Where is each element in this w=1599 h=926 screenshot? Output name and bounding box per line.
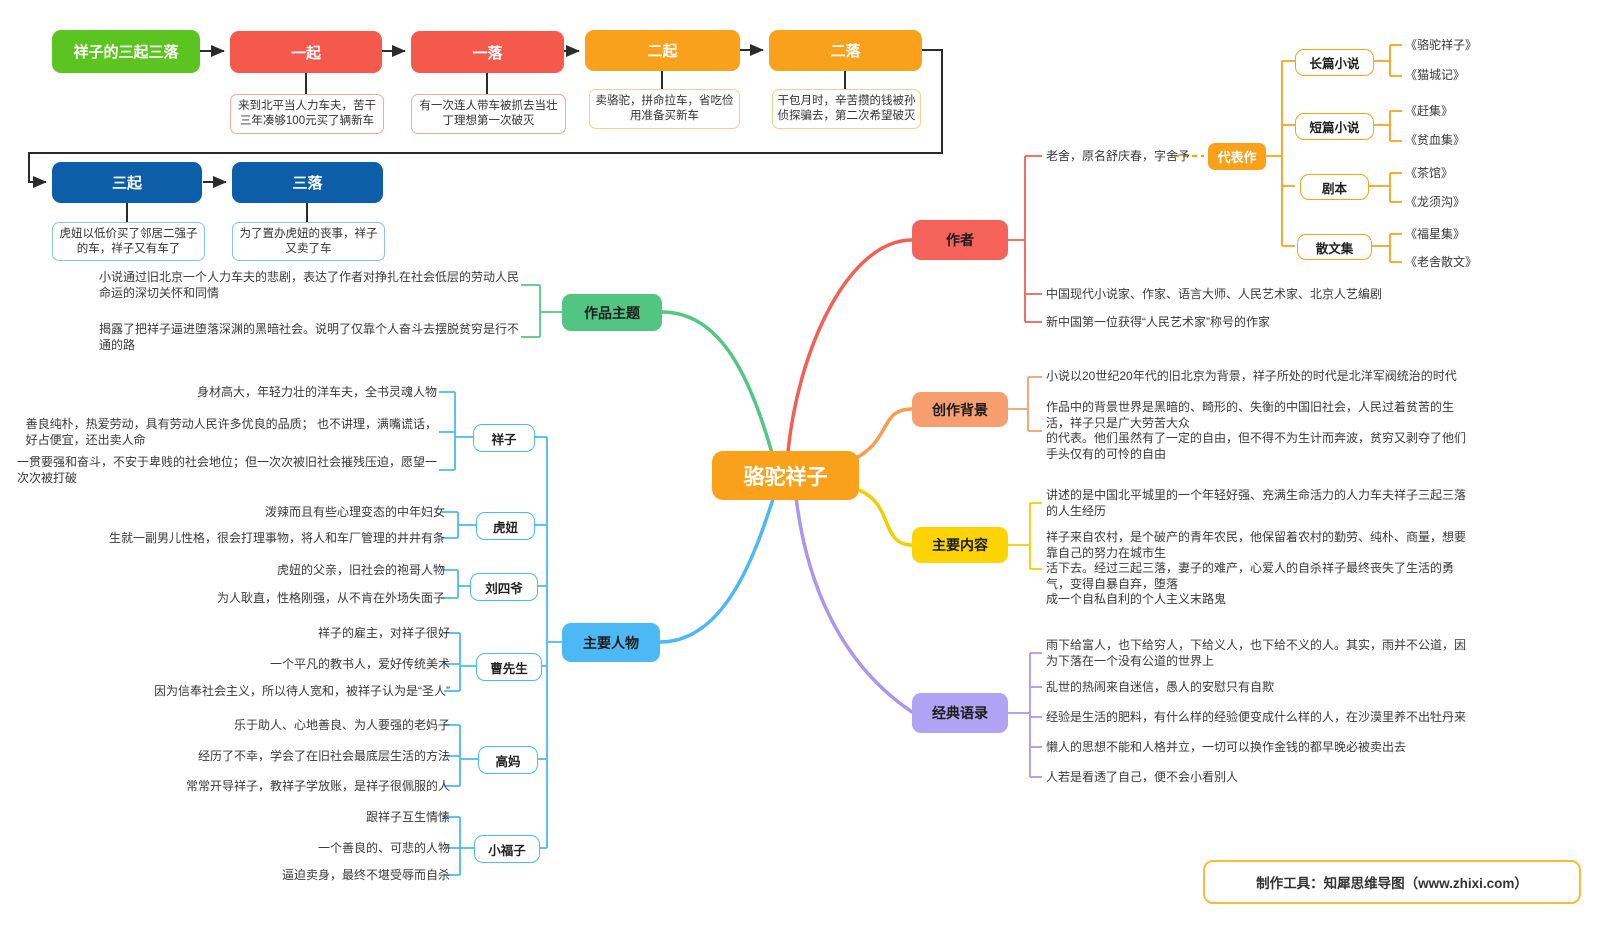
character-trait[interactable]: 经历了不幸，学会了在旧社会最底层生活的方法 — [197, 749, 450, 763]
character-trait[interactable]: 跟祥子互生情愫 — [365, 810, 450, 824]
character-trait[interactable]: 泼辣而且有些心理变态的中年妇女 — [264, 505, 445, 519]
flow-note-6[interactable]: 为了置办虎妞的丧事，祥子 又卖了车 — [232, 222, 385, 261]
character-trait[interactable]: 身材高大，年轻力壮的洋车夫，全书灵魂人物 — [196, 385, 437, 399]
work-category-node-drama[interactable]: 剧本 — [1300, 174, 1369, 200]
work-category-node-essay[interactable]: 散文集 — [1297, 234, 1372, 260]
character-node-huniu[interactable]: 虎妞 — [476, 512, 535, 540]
branch-node-characters[interactable]: 主要人物 — [562, 623, 660, 662]
content-item[interactable]: 讲述的是中国北平城里的一个年轻好强、充满生命活力的人力车夫祥子三起三落 的人生经… — [1046, 488, 1467, 518]
branch-node-content[interactable]: 主要内容 — [912, 527, 1008, 563]
branch-node-quotes[interactable]: 经典语录 — [912, 693, 1008, 733]
character-node-gaoma[interactable]: 高妈 — [478, 746, 538, 774]
theme-item[interactable]: 小说通过旧北京一个人力车夫的悲剧，表达了作者对挣扎在社会低层的劳动人民 命运的深… — [98, 270, 519, 300]
watermark-badge: 制作工具：知犀思维导图（www.zhixi.com） — [1203, 860, 1581, 904]
flow-step-node-2[interactable]: 一落 — [411, 31, 564, 73]
author-item[interactable]: 新中国第一位获得“人民艺术家”称号的作家 — [1046, 315, 1270, 329]
character-trait[interactable]: 因为信奉社会主义，所以待人宽和，被祥子认为是“圣人” — [154, 684, 450, 698]
flow-note-5[interactable]: 虎妞以低价买了邻居二强子 的车，祥子又有车了 — [52, 222, 205, 261]
character-trait[interactable]: 虎妞的父亲，旧社会的袍哥人物 — [276, 563, 445, 577]
flow-title-node[interactable]: 祥子的三起三落 — [52, 30, 200, 73]
character-node-caoxiansheng[interactable]: 曹先生 — [476, 653, 542, 681]
mindmap-center-node[interactable]: 骆驼祥子 — [712, 451, 859, 500]
book-item[interactable]: 《赶集》 — [1405, 104, 1454, 118]
character-trait[interactable]: 一贯要强和奋斗，不安于卑贱的社会地位；但一次次被旧社会摧残压迫，愿望一 次次被打… — [16, 455, 437, 485]
branch-node-background[interactable]: 创作背景 — [912, 392, 1008, 427]
author-item[interactable]: 中国现代小说家、作家、语言大师、人民艺术家、北京人艺编剧 — [1046, 287, 1383, 301]
book-item[interactable]: 《龙须沟》 — [1405, 195, 1466, 209]
character-trait[interactable]: 生就一副男儿性格，很会打理事物，将人和车厂管理的井井有条 — [108, 531, 445, 545]
work-category-node-novel[interactable]: 长篇小说 — [1295, 49, 1374, 76]
branch-node-author[interactable]: 作者 — [912, 220, 1008, 260]
character-node-xiangzi[interactable]: 祥子 — [473, 424, 535, 452]
character-node-liusiye[interactable]: 刘四爷 — [470, 573, 538, 601]
character-trait[interactable]: 善良纯朴，热爱劳动，具有劳动人民许多优良的品质； 也不讲理，满嘴谎话， 好占便宜… — [25, 417, 437, 447]
quote-item[interactable]: 乱世的热闹来自迷信，愚人的安慰只有自欺 — [1046, 680, 1275, 694]
flow-note-2[interactable]: 有一次连人带车被抓去当壮 丁理想第一次破灭 — [411, 94, 566, 134]
book-item[interactable]: 《老舍散文》 — [1405, 255, 1478, 269]
flow-note-1[interactable]: 来到北平当人力车夫，苦干 三年凑够100元买了辆新车 — [230, 94, 384, 134]
quote-item[interactable]: 经验是生活的肥料，有什么样的经验便变成什么样的人，在沙漠里养不出牡丹来 — [1046, 710, 1467, 724]
character-trait[interactable]: 常常开导祥子，教祥子学放账，是祥子很佩服的人 — [185, 779, 450, 793]
character-trait[interactable]: 一个善良的、可悲的人物 — [317, 841, 450, 855]
book-item[interactable]: 《骆驼祥子》 — [1405, 38, 1478, 52]
quote-item[interactable]: 懒人的思想不能和人格并立，一切可以换作金钱的都早晚必被卖出去 — [1046, 740, 1407, 754]
content-item[interactable]: 祥子来自农村，是个破产的青年农民，他保留着农村的勤劳、纯朴、商量，想要 靠自己的… — [1046, 530, 1467, 606]
book-item[interactable]: 《茶馆》 — [1405, 166, 1454, 180]
character-trait[interactable]: 乐于助人、心地善良、为人要强的老妈子 — [233, 718, 450, 732]
book-item[interactable]: 《猫城记》 — [1405, 68, 1466, 82]
quote-item[interactable]: 雨下给富人，也下给穷人，下给义人，也下给不义的人。其实，雨并不公道，因 为下落在… — [1046, 638, 1467, 668]
flow-step-node-3[interactable]: 二起 — [585, 30, 740, 71]
character-trait[interactable]: 逼迫卖身，最终不堪受辱而自杀 — [281, 868, 450, 882]
book-item[interactable]: 《福星集》 — [1405, 227, 1466, 241]
character-node-xiaofuzi[interactable]: 小福子 — [474, 835, 540, 863]
background-item[interactable]: 作品中的背景世界是黑暗的、畸形的、失衡的中国旧社会，人民过着贫苦的生 活，祥子只… — [1046, 400, 1467, 461]
branch-node-theme[interactable]: 作品主题 — [562, 294, 662, 331]
flow-step-node-4[interactable]: 二落 — [769, 30, 922, 71]
flow-step-node-5[interactable]: 三起 — [52, 162, 202, 203]
book-item[interactable]: 《贫血集》 — [1405, 133, 1466, 147]
flow-note-3[interactable]: 卖骆驼，拼命拉车，省吃俭 用准备买新车 — [589, 89, 740, 129]
works-node[interactable]: 代表作 — [1208, 143, 1266, 170]
author-item[interactable]: 老舍，原名舒庆春，字舍予 — [1046, 149, 1191, 163]
background-item[interactable]: 小说以20世纪20年代的旧北京为背景，祥子所处的时代是北洋军阀统治的时代 — [1046, 369, 1457, 383]
work-category-node-shortstory[interactable]: 短篇小说 — [1295, 113, 1374, 140]
theme-item[interactable]: 揭露了把祥子逼进堕落深渊的黑暗社会。说明了仅靠个人奋斗去摆脱贫穷是行不 通的路 — [98, 322, 519, 352]
character-trait[interactable]: 祥子的雇主，对祥子很好 — [317, 626, 450, 640]
flow-step-node-1[interactable]: 一起 — [230, 31, 382, 73]
flow-note-4[interactable]: 干包月时，辛苦攒的钱被孙 侦探骗去，第二次希望破灭 — [772, 89, 921, 129]
quote-item[interactable]: 人若是看透了自己，便不会小看别人 — [1046, 770, 1239, 784]
character-trait[interactable]: 为人耿直，性格刚强，从不肯在外场失面子 — [216, 591, 445, 605]
flow-step-node-6[interactable]: 三落 — [232, 162, 383, 203]
character-trait[interactable]: 一个平凡的教书人，爱好传统美术 — [269, 657, 450, 671]
